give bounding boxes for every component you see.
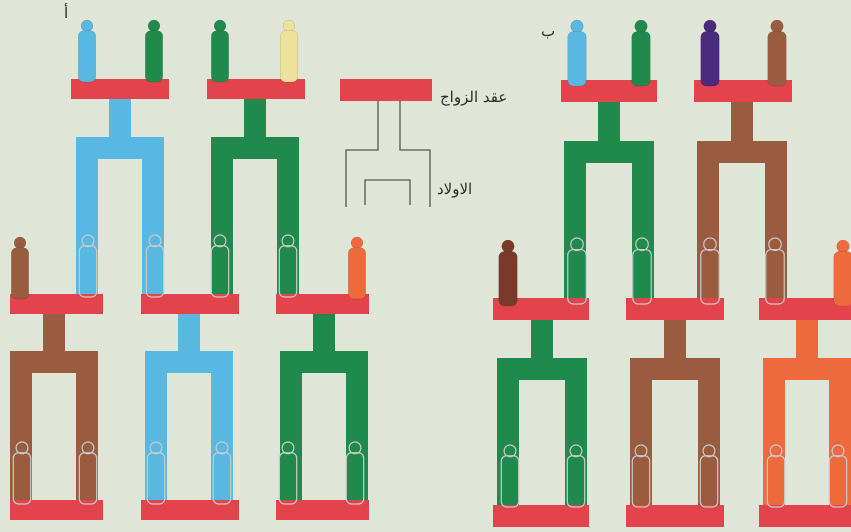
figure-head <box>704 20 717 33</box>
marriage-bar-icon <box>493 505 589 527</box>
panel-b-label: ب <box>541 22 555 40</box>
figure-body <box>834 252 851 306</box>
figure-body <box>632 32 650 86</box>
marriage-bar-icon <box>276 500 369 520</box>
figure-body <box>211 31 228 82</box>
figure-icon <box>280 20 297 82</box>
marriage-bar-icon <box>626 298 724 320</box>
marriage-bar-icon <box>10 500 103 520</box>
marriage-bar-icon <box>340 79 432 101</box>
figure-body <box>280 31 297 82</box>
figure-icon <box>499 240 517 306</box>
panel-a-label: أ <box>64 4 68 22</box>
descent-line <box>697 100 787 310</box>
figure-body <box>11 248 28 299</box>
descent-line <box>145 310 233 510</box>
figure-icon <box>11 237 28 299</box>
legend-children-label: الاولاد <box>437 180 472 198</box>
figure-head <box>214 20 226 32</box>
figure-body <box>78 31 95 82</box>
marriage-bar-icon <box>141 500 239 520</box>
figure-icon <box>145 20 162 82</box>
figure-body <box>145 31 162 82</box>
figure-head <box>148 20 160 32</box>
figure-icon <box>834 240 851 306</box>
descent-line <box>10 310 98 510</box>
descent-line <box>280 310 368 510</box>
descent-line <box>76 96 164 308</box>
descent-line <box>497 317 587 517</box>
descent-line <box>211 96 299 308</box>
figure-icon <box>768 20 786 86</box>
figure-head <box>283 20 295 32</box>
figure-head <box>771 20 784 33</box>
figure-icon <box>348 237 365 299</box>
figure-head <box>351 237 363 249</box>
figure-icon <box>211 20 228 82</box>
descent-line <box>630 317 720 517</box>
figure-head <box>502 240 515 253</box>
legend-tree-lines <box>346 101 430 207</box>
figure-head <box>81 20 93 32</box>
marriage-bar-icon <box>626 505 724 527</box>
descent-line <box>564 100 654 310</box>
figure-icon <box>568 20 586 86</box>
figure-body <box>348 248 365 299</box>
figure-icon <box>701 20 719 86</box>
figure-head <box>837 240 850 253</box>
figure-icon <box>632 20 650 86</box>
figure-head <box>635 20 648 33</box>
figure-head <box>14 237 26 249</box>
figure-body <box>499 252 517 306</box>
figure-body <box>768 32 786 86</box>
figure-icon <box>78 20 95 82</box>
figure-body <box>568 32 586 86</box>
figure-body <box>701 32 719 86</box>
descent-line <box>763 317 851 517</box>
marriage-bar-icon <box>759 505 851 527</box>
legend-marriage-label: عقد الزواج <box>440 88 507 106</box>
figure-head <box>571 20 584 33</box>
